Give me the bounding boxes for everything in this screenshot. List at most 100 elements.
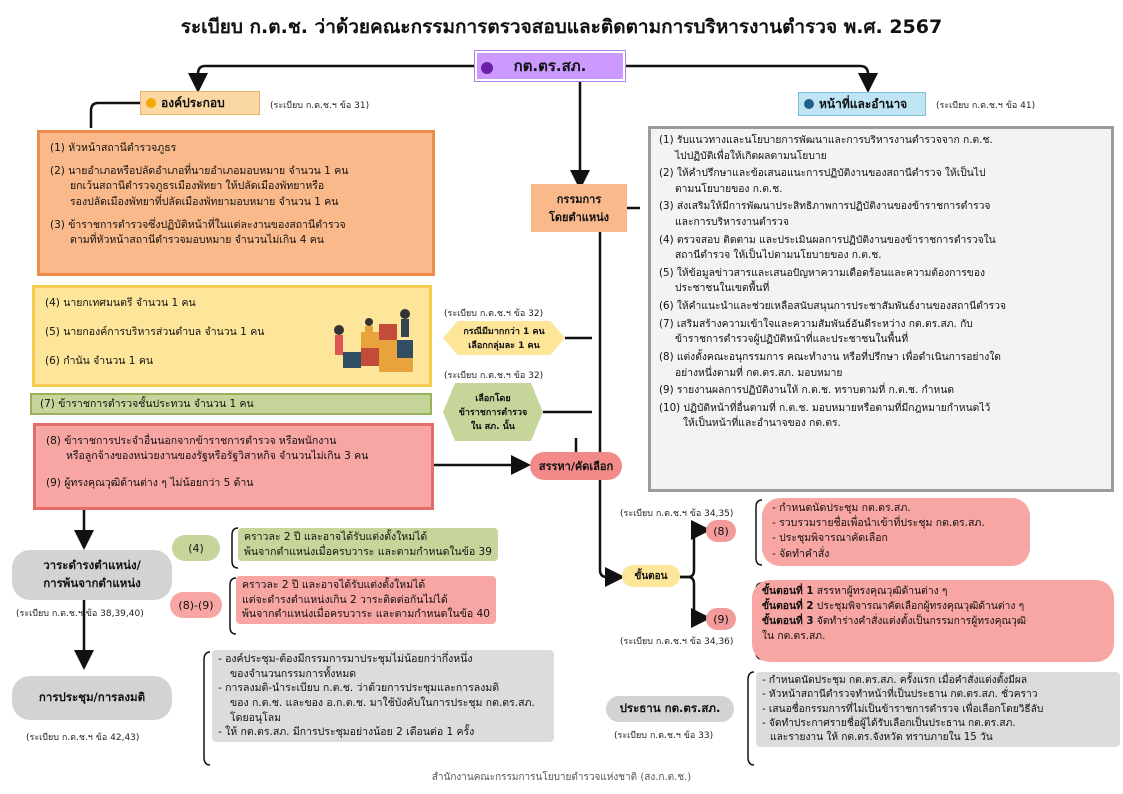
line-left-down [89,101,140,128]
composition-ref: (ระเบียบ ก.ต.ช.ฯ ข้อ 31) [270,101,370,111]
term-label-line: การพ้นจากตำแหน่ง [43,576,141,590]
line-center-right [625,64,878,93]
duty-line: (10) ปฏิบัติหน้าที่อื่นตามที่ ก.ต.ช. มอบ… [659,401,991,414]
meeting-line: ของจำนวนกรรมการทั้งหมด [230,667,357,680]
steps9-text: สรรหาผู้ทรงคุณวุฒิด้านต่าง ๆ [813,585,948,597]
center-node-label: กต.ตร.สภ. [513,57,587,75]
meeting-notes: - องค์ประชุม-ต้องมีกรรมการมาประชุมไม่น้อ… [212,650,554,743]
block-line: (4) นายกเทศมนตรี จำนวน 1 คน [45,297,196,309]
steps9-step: ขั้นตอนที่ 1 [762,585,814,597]
term-note-4: คราวละ 2 ปี และอาจได้รับแต่งตั้งใหม่ได้ … [238,528,498,562]
duty-line: ตามนโยบายของ ก.ต.ช. [675,182,783,195]
duties-box: (1) รับแนวทางและนโยบายการพัฒนาและการบริห… [648,126,1114,492]
line-step-down [680,575,711,628]
term-label: วาระดำรงตำแหน่ง/ การพ้นจากตำแหน่ง [12,550,172,600]
chair-line: - กำหนดนัดประชุม กต.ตร.สภ. ครั้งแรก เมื่… [762,675,1028,686]
term-tag-8-9: (8)-(9) [170,592,222,618]
duties-header: หน้าที่และอำนาจ [798,92,926,116]
duty-line: (1) รับแนวทางและนโยบายการพัฒนาและการบริห… [659,134,993,146]
composition-block-3: (7) ข้าราชการตำรวจชั้นประทวน จำนวน 1 คน [30,393,432,415]
steps9-line: ใน กต.ตร.สภ. [762,629,1104,644]
ref-32-b: (ระเบียบ ก.ต.ช.ฯ ข้อ 32) [444,371,544,381]
duty-line: อย่างหนึ่งตามที่ กต.ตร.สภ. มอบหมาย [675,366,843,379]
hex-line: กรณีมีมากกว่า 1 คน [463,327,545,337]
duty-line: และการบริหารงานตำรวจ [675,216,789,229]
composition-block-4: (8) ข้าราชการประจำอื่นนอกจากข้าราชการตำร… [33,423,434,510]
page-title: ระเบียบ ก.ต.ช. ว่าด้วยคณะกรรมการตรวจสอบแ… [180,16,943,38]
block-line: รองปลัดเมืองพัทยาที่ปลัดเมืองพัทยามอบหมา… [70,195,339,208]
composition-header-label: องค์ประกอบ [161,95,225,110]
composition-block-1: (1) หัวหน้าสถานีตำรวจภูธร (2) นายอำเภอหร… [37,130,435,276]
puzzle-people-illustration [334,309,413,372]
police-vote-hex: เลือกโดย ข้าราชการตำรวจ ใน สภ. นั้น [443,383,543,441]
steps9-text: ประชุมพิจารณาคัดเลือกผู้ทรงคุณวุฒิด้านต่… [813,599,1025,612]
steps9-text: ใน กต.ตร.สภ. [762,629,826,642]
ref-34-36: (ระเบียบ ก.ต.ช.ฯ ข้อ 34,36) [620,637,734,647]
steps9-text: จัดทำร่างคำสั่งแต่งตั้งเป็นกรรมการผู้ทรง… [813,614,1027,627]
meeting-line: - ให้ กต.ตร.สภ. มีการประชุมอย่างน้อย 2 เ… [218,726,475,739]
block-line: (3) ข้าราชการตำรวจซึ่งปฏิบัติหน้าที่ในแต… [50,218,346,231]
chair-line: - จัดทำประกาศรายชื่อผู้ได้รับเลือกเป็นปร… [762,717,1016,729]
block-line: (2) นายอำเภอหรือปลัดอำเภอที่นายอำเภอมอบห… [50,165,349,178]
steps8-box: - กำหนดนัดประชุม กต.ตร.สภ. - รวบรวมรายชื… [762,498,1030,566]
duty-line: ให้เป็นหน้าที่และอำนาจของ กต.ตร. [683,417,841,430]
line-center-left [188,64,475,93]
duties-header-label: หน้าที่และอำนาจ [819,96,908,111]
hex-line: ใน สภ. นั้น [471,422,515,432]
hex-line: ข้าราชการตำรวจ [458,408,528,418]
meeting-line: - การลงมติ-นำระเบียบ ก.ต.ช. ว่าด้วยการปร… [218,682,500,695]
duty-line: (3) ส่งเสริมให้มีการพัฒนาประสิทธิภาพการป… [659,200,991,213]
steps9-box: ขั้นตอนที่ 1 สรรหาผู้ทรงคุณวุฒิด้านต่าง … [752,580,1114,662]
bullet-dot-icon [481,62,493,74]
duty-line: (6) ให้คำแนะนำและช่วยเหลือสนับสนุนการประ… [659,300,1007,313]
composition-header: องค์ประกอบ [140,91,260,115]
meeting-ref: (ระเบียบ ก.ต.ช.ฯ ข้อ 42,43) [26,733,140,743]
meeting-line: - องค์ประชุม-ต้องมีกรรมการมาประชุมไม่น้อ… [218,653,473,665]
duty-line: (9) รายงานผลการปฏิบัติงานให้ ก.ต.ช. ทราบ… [659,384,955,397]
term-ref: (ระเบียบ ก.ต.ช.ฯ ข้อ 38,39,40) [16,609,144,619]
meeting-line: โดยอนุโลม [230,711,282,724]
steps9-line: ขั้นตอนที่ 2 ประชุมพิจารณาคัดเลือกผู้ทรง… [762,599,1104,614]
composition-block-2: (4) นายกเทศมนตรี จำนวน 1 คน (5) นายกองค์… [32,285,432,387]
chair-label: ประธาน กต.ตร.สภ. [606,696,734,722]
steps8-line: - ประชุมพิจารณาคัดเลือก [772,532,888,545]
footer: สำนักงานคณะกรรมการนโยบายตำรวจแห่งชาติ (ส… [431,772,692,783]
duties-ref: (ระเบียบ ก.ต.ช.ฯ ข้อ 41) [936,101,1036,111]
note-line: คราวละ 2 ปี และอาจได้รับแต่งตั้งใหม่ได้ [244,531,428,543]
term-label-line: วาระดำรงตำแหน่ง/ [43,558,141,572]
recruit-select-node: สรรหา/คัดเลือก [530,452,622,480]
ref-34-35: (ระเบียบ ก.ต.ช.ฯ ข้อ 34,35) [620,509,734,519]
block-line: (6) กำนัน จำนวน 1 คน [45,355,154,368]
steps8-line: - จัดทำคำสั่ง [772,547,830,560]
steps8-tag: (8) [706,520,736,542]
block-line: (7) ข้าราชการตำรวจชั้นประทวน จำนวน 1 คน [40,398,254,410]
hex-line: เลือกโดย [475,394,511,404]
block-line: (1) หัวหน้าสถานีตำรวจภูธร [50,142,177,154]
note-line: แต่จะดำรงตำแหน่งเกิน 2 วาระติดต่อกันไม่ไ… [242,593,448,606]
ex-officio-box: กรรมการ โดยตำแหน่ง [531,184,627,232]
term-tag-4: (4) [172,535,220,561]
steps9-step: ขั้นตอนที่ 3 [762,614,814,627]
duty-line: (8) แต่งตั้งคณะอนุกรรมการ คณะทำงาน หรือท… [659,350,1001,363]
chair-line: และรายงาน ให้ กต.ตร.จังหวัด ทราบภายใน 15… [770,732,993,744]
bullet-dot-icon [804,99,814,109]
steps8-line: - กำหนดนัดประชุม กต.ตร.สภ. [772,502,911,514]
brace-chair [747,671,755,766]
select-per-group-hex: กรณีมีมากกว่า 1 คน เลือกกลุ่มละ 1 คน [443,321,565,355]
bullet-dot-icon [146,98,156,108]
chair-line: - เสนอชื่อกรรมการที่ไม่เป็นข้าราชการตำรว… [762,703,1044,715]
steps8-line: - รวบรวมรายชื่อเพื่อนำเข้าที่ประชุม กต.ต… [772,517,985,530]
chair-line: - หัวหน้าสถานีตำรวจทำหน้าที่เป็นประธาน ก… [762,689,1038,701]
block-line: หรือลูกจ้างของหน่วยงานของรัฐหรือรัฐวิสาห… [66,450,369,463]
block-line: (8) ข้าราชการประจำอื่นนอกจากข้าราชการตำร… [46,435,337,447]
block-line: ยกเว้นสถานีตำรวจภูธรเมืองพัทยา ให้ปลัดเม… [70,180,325,193]
note-line: พ้นจากตำแหน่งเมื่อครบวาระ และตามกำหนดในข… [244,545,492,558]
block-line: (5) นายกองค์การบริหารส่วนตำบล จำนวน 1 คน [45,326,265,339]
ref-32-a: (ระเบียบ ก.ต.ช.ฯ ข้อ 32) [444,309,544,319]
steps9-line: ขั้นตอนที่ 3 จัดทำร่างคำสั่งแต่งตั้งเป็น… [762,614,1104,629]
center-node: กต.ตร.สภ. [475,51,625,81]
note-line: พ้นจากตำแหน่งเมื่อครบวาระ และตามกำหนดในข… [242,608,490,621]
meeting-line: ของ ก.ต.ช. และของ อ.ก.ต.ช. มาใช้บังคับใน… [230,697,535,710]
duty-line: (7) เสริมสร้างความเข้าใจและความสัมพันธ์อ… [659,317,973,330]
block-line: ตามที่หัวหน้าสถานีตำรวจมอบหมาย จำนวนไม่เ… [70,234,324,247]
